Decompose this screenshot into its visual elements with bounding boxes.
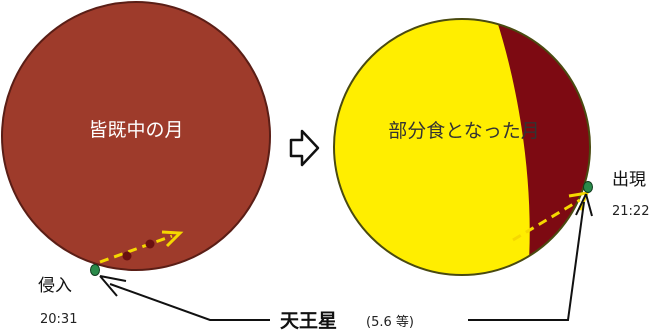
- immersion-label: 侵入: [38, 276, 72, 296]
- uranus-track-dot-1: [122, 251, 132, 261]
- partial-eclipse-moon: 部分食となった月: [333, 18, 591, 276]
- uranus-dot-emersion: [583, 181, 593, 193]
- right-moon-label: 部分食となった月: [388, 120, 539, 142]
- emersion-path: [512, 191, 590, 242]
- uranus-track-dot-2: [145, 239, 155, 249]
- emersion-time: 21:22: [612, 204, 649, 219]
- right-moon-rim: [333, 18, 591, 276]
- uranus-dot-immersion: [90, 264, 100, 276]
- right-arrow-icon: [289, 129, 320, 167]
- immersion-time: 20:31: [40, 312, 77, 327]
- emersion-label: 出現: [612, 170, 646, 190]
- immersion-arrowhead-icon: [161, 230, 184, 248]
- immersion-leader-arrow: [99, 275, 270, 321]
- emersion-leader-arrow: [468, 193, 593, 321]
- total-eclipse-moon: 皆既中の月: [1, 1, 271, 271]
- emersion-arrowhead-icon: [568, 191, 590, 211]
- left-moon-disk: [1, 1, 271, 271]
- planet-name: 天王星: [280, 310, 337, 332]
- immersion-path: [99, 230, 184, 264]
- left-moon-label: 皆既中の月: [88, 119, 183, 141]
- planet-magnitude: (5.6 等): [366, 314, 414, 330]
